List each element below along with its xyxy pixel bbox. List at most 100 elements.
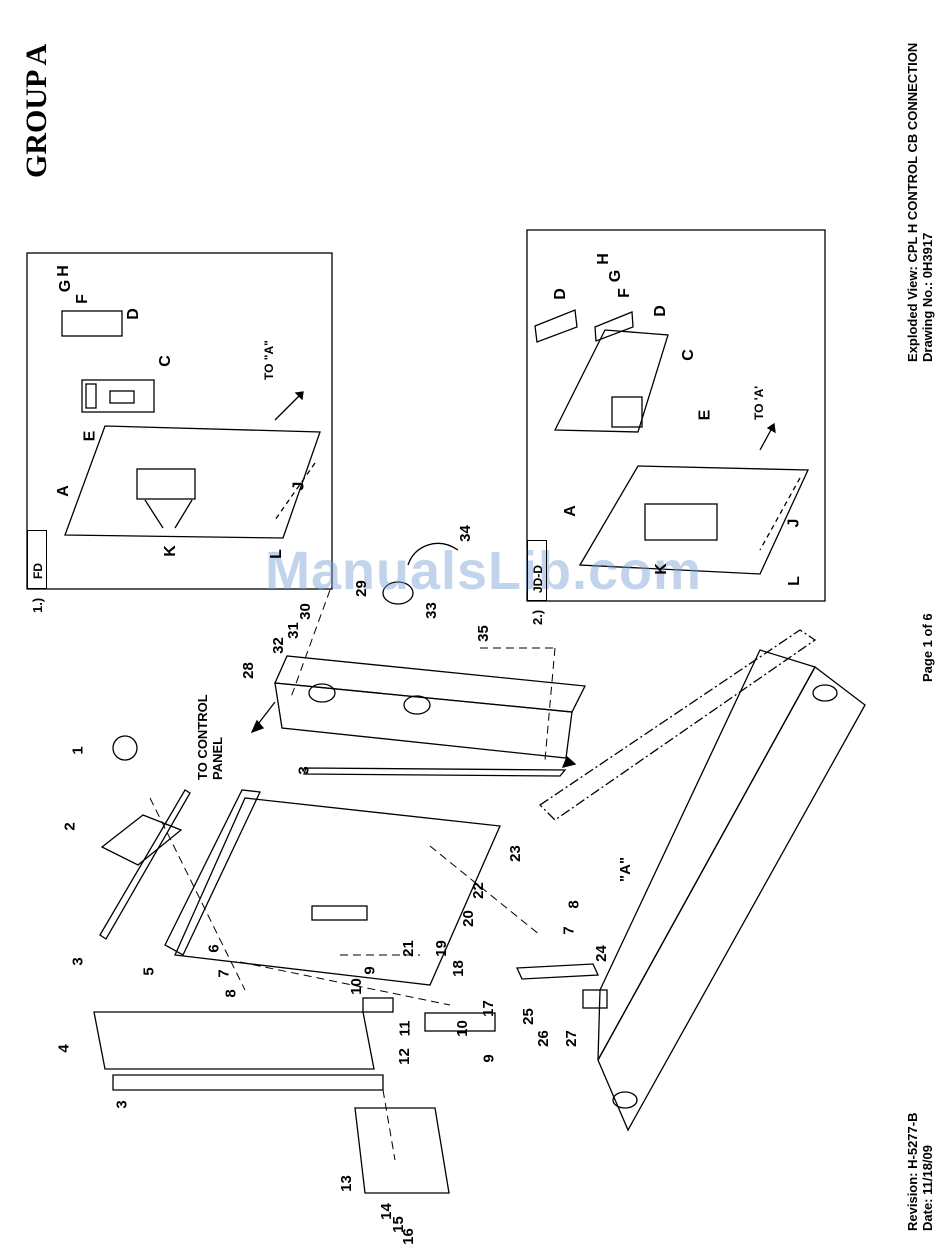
part-3-strip-lower (112, 1074, 384, 1091)
inset-2-tag-box: JD-D (527, 540, 547, 601)
base-frame-side (597, 649, 816, 1061)
callout-31: 31 (284, 622, 302, 639)
callout-10b: 10 (453, 1020, 471, 1037)
callout-6: 6 (205, 944, 223, 953)
watermark: ManualsLib.com (265, 541, 703, 601)
part-27-lug (582, 989, 608, 1009)
inset-2-label-f: F (615, 288, 633, 298)
inset-2-label-c: C (679, 349, 697, 361)
inset-2-label-a: A (561, 505, 579, 517)
inset-2-frame (526, 229, 826, 602)
callout-19: 19 (432, 940, 450, 957)
base-frame-rail (597, 666, 866, 1132)
inset-2-panel-cutout (644, 503, 718, 541)
part-28-bracket (274, 682, 573, 759)
callout-35: 35 (474, 625, 492, 642)
to-control-panel-label: TO CONTROL PANEL (195, 694, 225, 780)
callout-22: 22 (469, 882, 487, 899)
callout-3c: 3 (113, 1100, 131, 1109)
inset-1-label-k: K (161, 545, 179, 557)
inset-2-label-g: G (607, 269, 625, 283)
callout-13: 13 (337, 1175, 355, 1192)
part-5-enclosure (174, 797, 501, 986)
inset-1-label-a: A (54, 485, 72, 497)
part-13-bracket (354, 1107, 450, 1194)
inset-1-label-e: E (81, 430, 99, 442)
callout-24: 24 (592, 945, 610, 962)
inset-2-plate-d1 (534, 309, 578, 343)
ref-a-label: "A" (617, 856, 634, 882)
group-title: GROUP A (20, 43, 53, 178)
inset-2-label-j: J (785, 518, 803, 528)
callout-28: 28 (239, 662, 257, 679)
inset-2-label-d2: D (651, 305, 669, 317)
inset-2-plate-d2 (594, 311, 634, 342)
callout-18: 18 (449, 960, 467, 977)
part-17-terminal (424, 1012, 496, 1032)
inset-1-to-label: TO "A" (262, 340, 276, 380)
part-24-rail (516, 963, 599, 980)
inset-1-label-g: G (57, 279, 75, 293)
callout-29: 29 (352, 580, 370, 597)
callout-9b: 9 (480, 1054, 498, 1063)
part-3-strip-left (99, 789, 191, 940)
part-34-conduit (407, 542, 459, 566)
callout-23: 23 (506, 845, 524, 862)
callout-5: 5 (140, 967, 158, 976)
inset-2-panel-a (578, 465, 810, 575)
callout-1: 1 (69, 746, 87, 755)
callout-3a: 3 (69, 957, 87, 966)
callout-26: 26 (534, 1030, 552, 1047)
page-number: Page 1 of 6 (920, 613, 935, 682)
callout-9a: 9 (361, 966, 379, 975)
callout-11: 11 (396, 1020, 414, 1037)
callout-21: 21 (399, 940, 417, 957)
part-3-strip-upper (303, 767, 567, 777)
part-5-side (164, 789, 261, 956)
inset-2-tag: JD-D (531, 564, 545, 593)
callout-27: 27 (562, 1030, 580, 1047)
part-11-terminal (362, 997, 394, 1013)
inset-2-label-h: H (594, 253, 612, 265)
callout-25: 25 (519, 1008, 537, 1025)
callout-12: 12 (395, 1048, 413, 1065)
part-2-plate (100, 814, 183, 866)
callout-2: 2 (61, 822, 79, 831)
inset-1-label-j: J (290, 481, 308, 491)
inset-2-label-d1: D (551, 288, 569, 300)
inset-1-label-c: C (156, 355, 174, 367)
callout-7a: 7 (215, 969, 233, 978)
callout-10a: 10 (347, 978, 365, 995)
inset-1-number: 1.) (30, 597, 45, 613)
revision-date: Date: 11/18/09 (920, 1144, 935, 1231)
view-title: Exploded View: CPL H CONTROL CB CONNECTI… (905, 42, 920, 362)
inset-1-tag-box: FD (27, 530, 47, 589)
base-frame-crossmember (538, 629, 817, 821)
drawing-number: Drawing No.: 0H3917 (920, 232, 935, 362)
part-1-grommet (112, 735, 138, 761)
inset-2-breaker-c (553, 329, 669, 433)
inset-2-label-k: K (652, 563, 670, 575)
inset-2-label-e: E (696, 409, 714, 421)
part-4-plate (93, 1011, 375, 1070)
inset-1-tag: FD (31, 563, 45, 579)
callout-16: 16 (399, 1228, 417, 1245)
inset-1-panel-a (64, 425, 321, 539)
inset-1-label-h: H (54, 265, 72, 277)
callout-20: 20 (459, 910, 477, 927)
inset-1-plate-d (61, 310, 123, 337)
inset-1-frame (26, 252, 333, 590)
callout-17: 17 (479, 1000, 497, 1017)
callout-8b: 8 (565, 900, 583, 909)
inset-1-panel-cutout (136, 468, 196, 500)
inset-1-label-f: F (73, 294, 91, 304)
callout-34: 34 (456, 525, 474, 542)
callout-4: 4 (55, 1044, 73, 1053)
inset-1-label-d: D (124, 308, 142, 320)
inset-1-breaker-c (81, 379, 155, 413)
inset-1-label-l: L (267, 549, 285, 559)
callout-3b: 3 (295, 766, 313, 775)
inset-2-to-label: TO 'A' (752, 385, 766, 420)
callout-32: 32 (269, 637, 287, 654)
